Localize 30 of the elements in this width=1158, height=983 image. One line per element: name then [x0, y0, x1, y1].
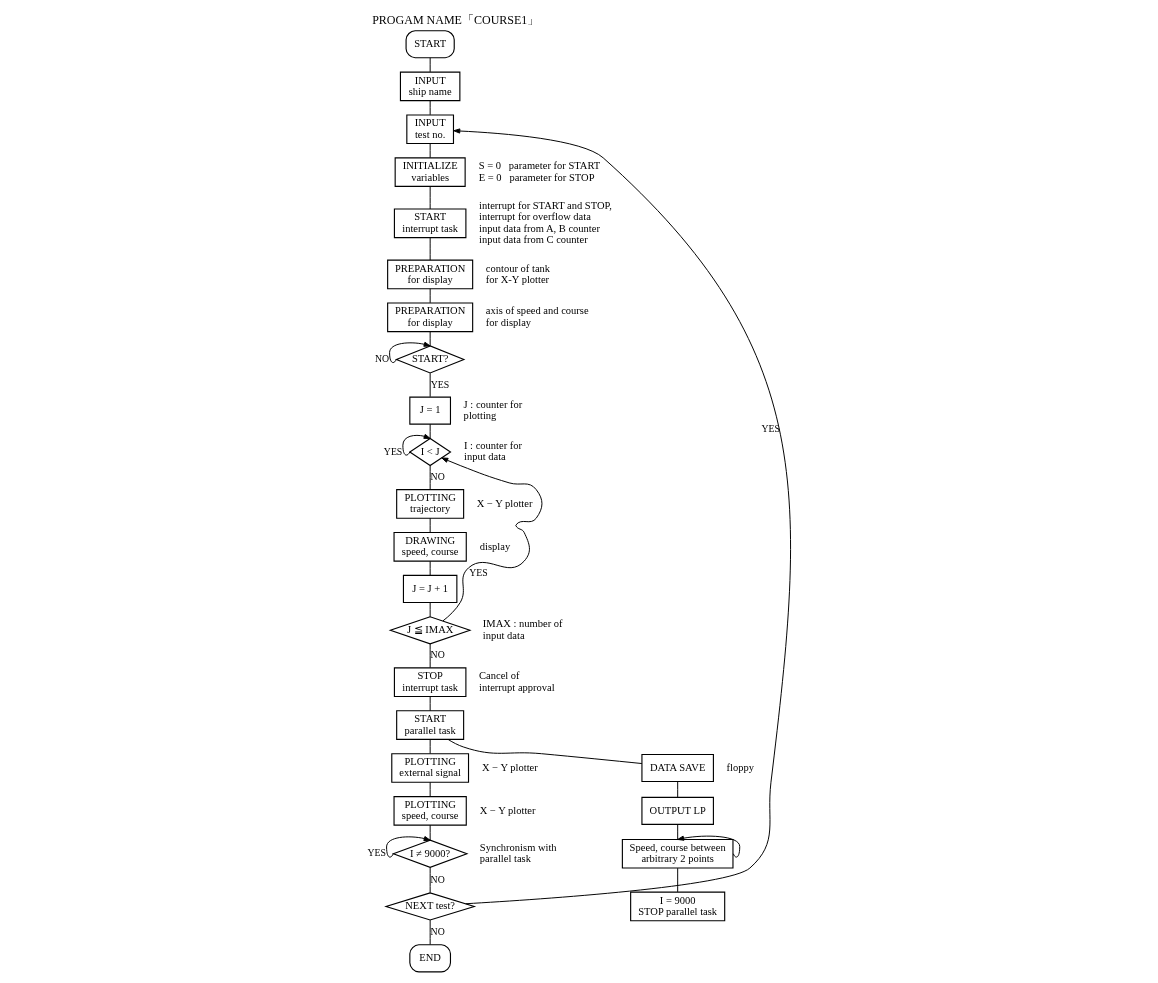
node-label: for display: [485, 316, 532, 328]
diagram-title: PROGAM NAME「COURSE1」: [372, 12, 540, 27]
node-label: interrupt for overflow data: [479, 211, 591, 223]
node-label: X − Y plotter: [476, 497, 533, 509]
node-label: E = 0 parameter for STOP: [478, 171, 595, 183]
edge-label: YES: [430, 378, 450, 390]
node-label: input data from C counter: [479, 234, 588, 245]
node-label: contour of tank: [485, 262, 551, 274]
edge-label: YES: [469, 566, 488, 578]
edge-label: YES: [383, 445, 403, 457]
node-label: S = 0 parameter for START: [478, 160, 601, 172]
node-label: Cancel of interrupt approval: [479, 670, 555, 693]
node-label: Synchronism with parallel task: [479, 841, 557, 865]
node-label: input data from A, B counter: [479, 222, 600, 234]
edge-label: NO: [375, 353, 390, 365]
edge-label: NO: [430, 873, 445, 885]
node-label: axis of speed and course: [485, 305, 589, 317]
node-label: J : counter for plotting: [463, 398, 523, 422]
node-label: display: [479, 540, 511, 552]
edge-label: YES: [367, 847, 387, 859]
edge-label: NO: [430, 471, 445, 483]
node-label: interrupt for START and STOP,: [479, 200, 612, 212]
node-label: floppy: [726, 761, 755, 773]
node-label: X − Y plotter: [479, 804, 536, 816]
edge-label: NO: [430, 926, 445, 938]
node-label: I : counter for input data: [464, 440, 523, 463]
edge-label: NO: [430, 649, 445, 661]
node-label: X − Y plotter: [482, 761, 538, 773]
node-label: for X-Y plotter: [485, 273, 550, 285]
node-label: IMAX : number of input data: [482, 618, 563, 641]
